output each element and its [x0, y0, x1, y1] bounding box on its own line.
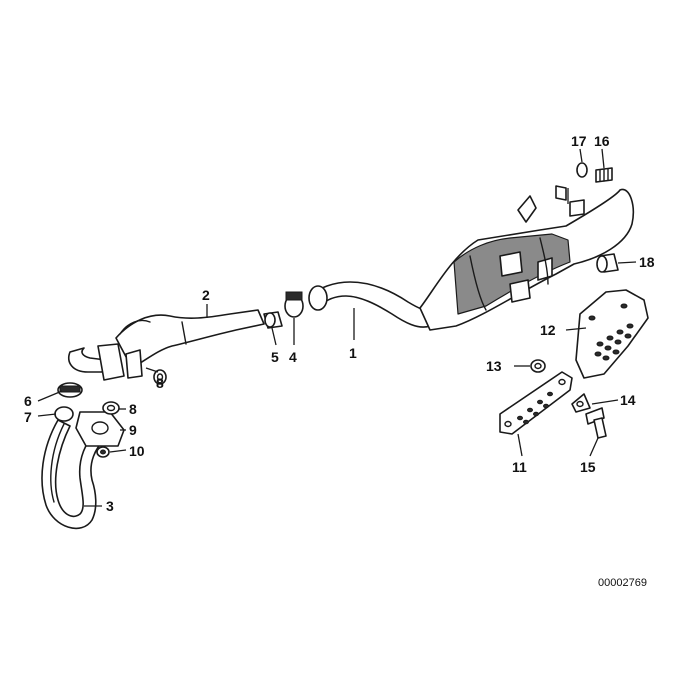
part-5-sleeve[interactable] [263, 311, 283, 329]
part-7-seal-ring[interactable] [54, 406, 74, 422]
callout-4: 4 [289, 349, 297, 365]
part-10-nut[interactable] [96, 446, 110, 458]
part-4-clamp[interactable] [284, 291, 304, 318]
part-6-clamp[interactable] [57, 382, 83, 398]
part-8-washer-mid[interactable] [153, 369, 167, 385]
part-2-connecting-pipe[interactable] [68, 309, 265, 381]
callout-labels: 1 2 3 4 5 6 7 8 8 9 10 11 12 13 14 15 16… [24, 133, 655, 514]
leader-lines [37, 148, 637, 507]
callout-17: 17 [571, 133, 587, 149]
callout-6: 6 [24, 393, 32, 409]
callout-2: 2 [202, 287, 210, 303]
callout-3: 3 [106, 498, 114, 514]
callout-5: 5 [271, 349, 279, 365]
callout-10: 10 [129, 443, 145, 459]
part-16-bolt[interactable] [595, 167, 613, 183]
part-11-bracket[interactable] [499, 371, 573, 435]
part-9-flange[interactable] [75, 411, 125, 447]
part-15-bolt[interactable] [585, 407, 607, 439]
callout-8-mid: 8 [156, 375, 164, 391]
callout-16: 16 [594, 133, 610, 149]
part-14-spacer[interactable] [571, 393, 591, 413]
part-12-heat-shield[interactable] [575, 289, 649, 379]
part-13-washer[interactable] [530, 359, 546, 373]
part-1-muffler[interactable] [308, 185, 635, 331]
callout-9: 9 [129, 422, 137, 438]
callout-13: 13 [486, 358, 502, 374]
diagram-reference-code: 00002769 [598, 577, 647, 589]
part-17-washer[interactable] [576, 162, 588, 178]
callout-7: 7 [24, 409, 32, 425]
callout-18: 18 [639, 254, 655, 270]
callout-12: 12 [540, 322, 556, 338]
callout-14: 14 [620, 392, 636, 408]
part-18-grommet[interactable] [596, 253, 619, 273]
callout-8-left: 8 [129, 401, 137, 417]
part-8-washer-left[interactable] [102, 401, 120, 415]
callout-1: 1 [349, 345, 357, 361]
callout-11: 11 [512, 459, 527, 475]
callout-15: 15 [580, 459, 596, 475]
